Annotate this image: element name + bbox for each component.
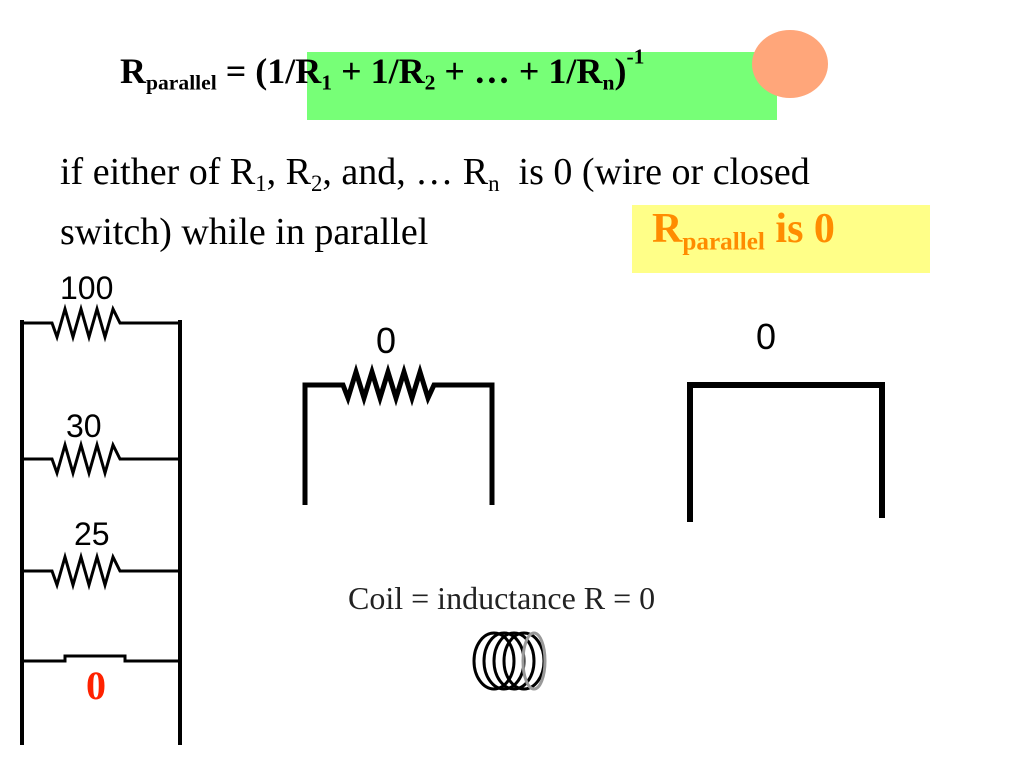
formula-lhs: R [120, 51, 146, 91]
ladder-label-100: 100 [60, 270, 114, 306]
formula-plus-1: + 1/R [332, 51, 425, 91]
formula-lhs-sub: parallel [146, 70, 217, 95]
formula-highlight [307, 52, 777, 120]
statement-sub-1: 1 [255, 170, 267, 196]
middle-circuit-wire [302, 363, 495, 505]
statement-text-a: if either of R [60, 151, 256, 193]
coil-caption: Coil = inductance R = 0 [348, 580, 656, 616]
formula-exponent: -1 [626, 44, 645, 69]
middle-circuit-label: 0 [376, 320, 397, 361]
result-symbol: R [652, 206, 683, 252]
statement-sub-2: 2 [310, 170, 323, 196]
parallel-resistance-formula: Rparallel = (1/R1 + 1/R2 + … + 1/Rn)-1 [120, 46, 644, 95]
formula-sub-n: n [602, 70, 615, 95]
result-sub: parallel [682, 228, 765, 256]
result-is-zero: is 0 [764, 206, 835, 252]
ladder-label-25: 25 [74, 516, 110, 552]
statement-line-2: switch) while in parallel [60, 211, 429, 253]
statement-text-c: , and, … R [322, 151, 489, 193]
right-circuit-wire [687, 382, 885, 522]
exponent-highlight-circle [752, 30, 828, 98]
result-highlight [632, 205, 930, 273]
right-circuit-label: 0 [756, 316, 777, 357]
formula-close: ) [614, 51, 627, 91]
formula-equals: = [216, 51, 256, 91]
result-text: Rparallel is 0 [652, 205, 835, 256]
ladder-wire-zero [22, 654, 180, 663]
formula-sub-1: 1 [321, 70, 333, 95]
coil-icon [472, 631, 547, 691]
ladder-resistor-30 [22, 439, 180, 479]
formula-open: (1/R [255, 51, 322, 91]
ladder-resistor-25 [22, 551, 180, 591]
formula-sub-2: 2 [424, 70, 436, 95]
formula-dots: + … + 1/R [435, 51, 603, 91]
ladder-resistor-100 [22, 303, 180, 343]
ladder-wire-label: 0 [86, 663, 106, 708]
statement-line-1: if either of R1, R2, and, … Rn is 0 (wir… [60, 150, 810, 196]
statement-text-b: , R [266, 151, 311, 193]
statement-sub-n: n [488, 170, 500, 196]
statement-text-d: is 0 (wire or closed [499, 151, 810, 193]
ladder-label-30: 30 [66, 408, 102, 444]
